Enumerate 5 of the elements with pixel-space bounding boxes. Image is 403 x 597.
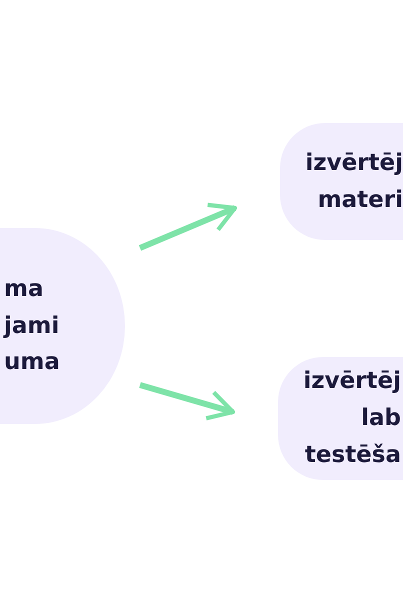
arrow (139, 382, 236, 420)
arrow (138, 202, 238, 251)
node-text: ma jami uma (4, 274, 61, 378)
node-text: izvērtēj lab testēša (302, 367, 401, 470)
node-text: izvērtēj materi (304, 148, 403, 214)
